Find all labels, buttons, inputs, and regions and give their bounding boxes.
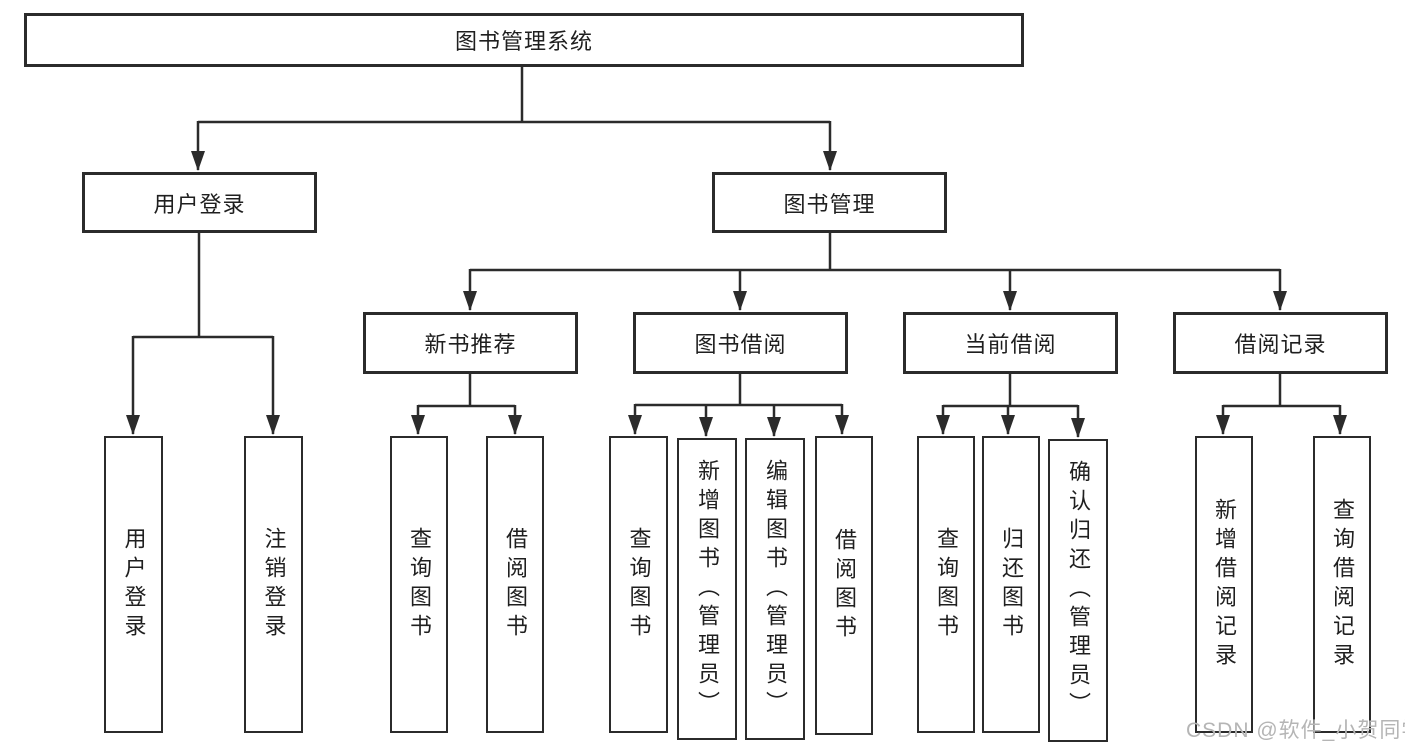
- leaf-borrow-books-borrow: 借阅图书: [815, 436, 873, 735]
- node-borrow-records-label: 借阅记录: [1234, 332, 1327, 357]
- leaf-query-books-current: 查询图书: [917, 436, 975, 733]
- node-current-borrow-label: 当前借阅: [964, 332, 1057, 357]
- leaf-edit-book-admin: 编辑图书（管理员）: [745, 438, 805, 740]
- node-book-management: 图书管理: [712, 172, 947, 233]
- node-user-login-label: 用户登录: [153, 191, 246, 217]
- node-book-borrow: 图书借阅: [633, 312, 848, 374]
- node-new-book-recommend: 新书推荐: [363, 312, 578, 374]
- leaf-logout-label: 注销登录: [261, 526, 287, 643]
- node-library-system-label: 图书管理系统: [454, 29, 593, 54]
- leaf-borrow-books-recommend-label: 借阅图书: [503, 526, 528, 643]
- leaf-return-books: 归还图书: [982, 436, 1040, 733]
- leaf-return-books-label: 归还图书: [999, 526, 1024, 643]
- node-book-management-label: 图书管理: [783, 191, 876, 217]
- leaf-query-books-borrow-label: 查询图书: [626, 526, 652, 643]
- leaf-edit-book-admin-label: 编辑图书（管理员）: [763, 458, 788, 720]
- leaf-query-borrow-record-label: 查询借阅记录: [1330, 497, 1355, 672]
- leaf-add-borrow-record: 新增借阅记录: [1195, 436, 1253, 733]
- leaf-confirm-return-admin: 确认归还（管理员）: [1048, 439, 1108, 742]
- leaf-user-login: 用户登录: [104, 436, 163, 733]
- node-current-borrow: 当前借阅: [903, 312, 1118, 374]
- leaf-add-book-admin: 新增图书（管理员）: [677, 438, 737, 740]
- leaf-user-login-label: 用户登录: [121, 526, 147, 643]
- leaf-query-books-recommend-label: 查询图书: [407, 526, 432, 643]
- node-book-borrow-label: 图书借阅: [694, 332, 787, 357]
- node-library-system: 图书管理系统: [24, 13, 1024, 67]
- leaf-add-book-admin-label: 新增图书（管理员）: [695, 458, 720, 720]
- node-borrow-records: 借阅记录: [1173, 312, 1388, 374]
- leaf-query-books-recommend: 查询图书: [390, 436, 448, 733]
- leaf-query-books-current-label: 查询图书: [934, 526, 959, 643]
- watermark: CSDN @软件_小贺同学: [1186, 719, 1405, 742]
- leaf-query-borrow-record: 查询借阅记录: [1313, 436, 1371, 733]
- node-user-login: 用户登录: [82, 172, 317, 233]
- leaf-borrow-books-borrow-label: 借阅图书: [832, 527, 857, 644]
- leaf-borrow-books-recommend: 借阅图书: [486, 436, 544, 733]
- leaf-confirm-return-admin-label: 确认归还（管理员）: [1066, 460, 1091, 721]
- leaf-logout: 注销登录: [244, 436, 303, 733]
- node-new-book-recommend-label: 新书推荐: [424, 332, 517, 357]
- leaf-query-books-borrow: 查询图书: [609, 436, 668, 733]
- leaf-add-borrow-record-label: 新增借阅记录: [1212, 497, 1237, 672]
